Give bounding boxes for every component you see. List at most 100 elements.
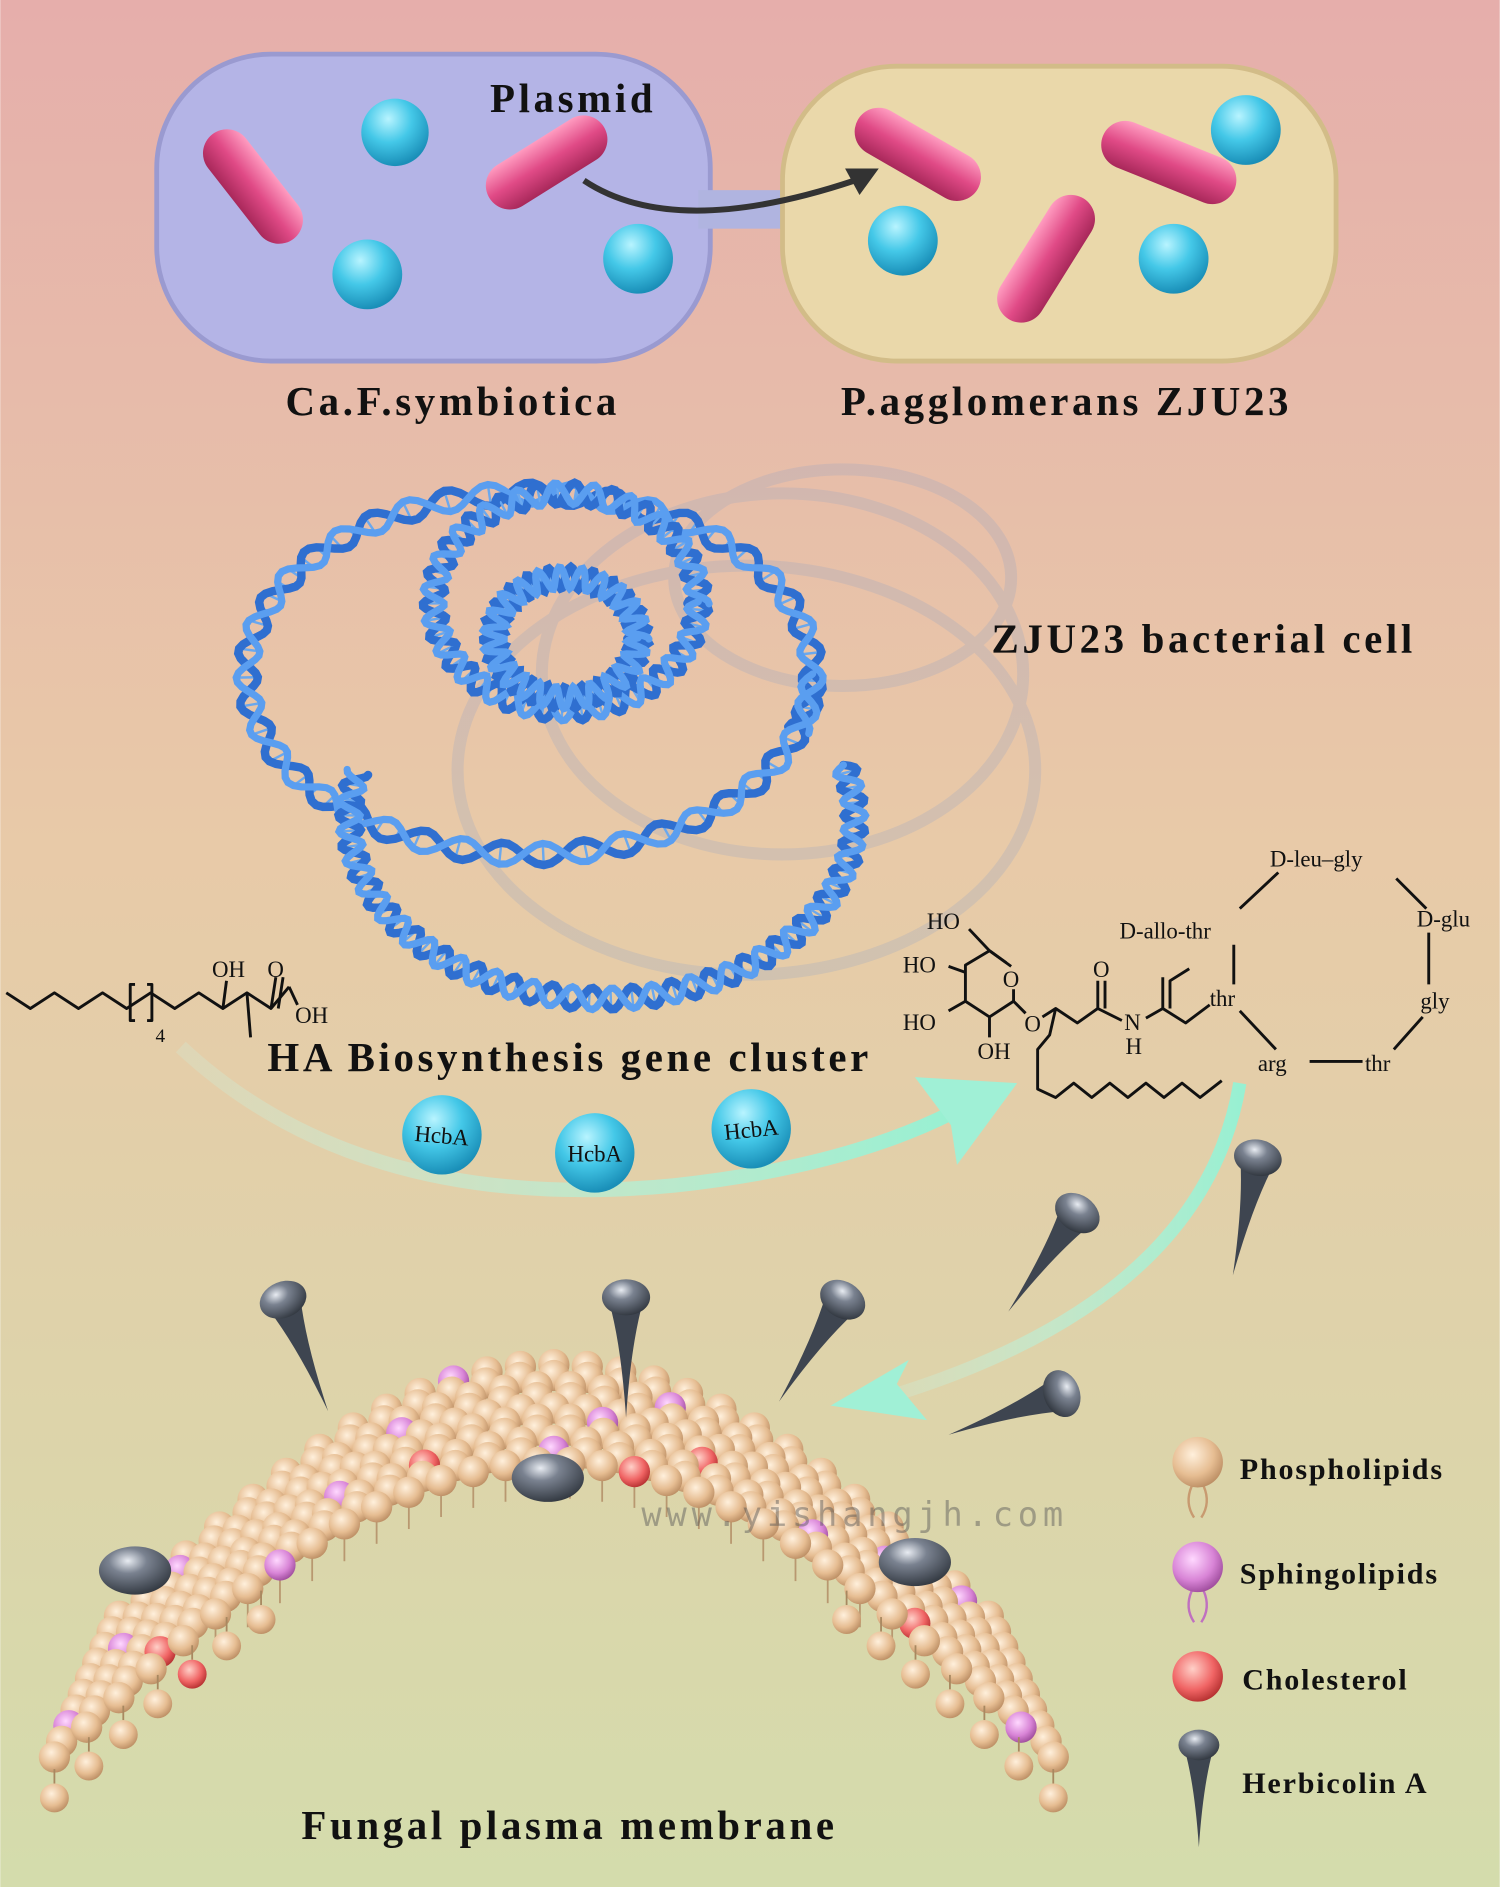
cell-label: ZJU23 bacterial cell (992, 616, 1416, 661)
legend-label: Herbicolin A (1242, 1766, 1428, 1800)
cholesterol-icon (1172, 1651, 1223, 1702)
watermark-url: www.yishangjh.com (641, 1495, 1068, 1534)
embedded-herbicolin-a (878, 1538, 951, 1587)
dna-strand (478, 563, 653, 713)
dna-strand (419, 479, 713, 725)
embedded-herbicolin-a (511, 1453, 584, 1502)
legend-label: Phospholipids (1240, 1452, 1444, 1486)
phospholipid (393, 1476, 425, 1508)
hydroxyl-label: OH (977, 1039, 1010, 1064)
phospholipid (135, 1653, 167, 1685)
phospholipid (232, 1572, 264, 1605)
phospholipid (747, 1508, 779, 1540)
dna-strand (334, 761, 870, 1014)
phospholipid (108, 1720, 138, 1750)
recipient-cell (780, 63, 1339, 364)
sphere-particle (332, 239, 403, 310)
peptide-residue: gly (1420, 988, 1450, 1013)
acid-label: OH (295, 1003, 328, 1028)
plasmid-label: Plasmid (490, 76, 656, 121)
fungal-membrane (38, 1349, 1069, 1813)
delivery-arrow (830, 1082, 1247, 1421)
phospholipid (832, 1605, 862, 1634)
dna-strand (232, 480, 827, 868)
rod-bacterium (1101, 120, 1237, 205)
membrane-label: Fungal plasma membrane (301, 1803, 837, 1848)
legend-label: Sphingolipids (1240, 1557, 1439, 1591)
plasmid-transfer-arrow (582, 168, 879, 214)
sphere-particle (361, 98, 429, 167)
cholesterol (618, 1455, 651, 1488)
phospholipid (246, 1605, 276, 1634)
peptide-residue: thr (1365, 1051, 1391, 1076)
legend-item-herbicolin-a: Herbicolin A (1178, 1729, 1428, 1848)
phospholipid (360, 1491, 393, 1523)
peptide-residue: D-leu–gly (1270, 846, 1363, 871)
phospholipid (143, 1689, 173, 1719)
phospholipid (457, 1455, 489, 1488)
phospholipid (969, 1720, 999, 1750)
phospholipid (901, 1659, 930, 1689)
sphingolipid-icon (1172, 1541, 1223, 1623)
phospholipid (683, 1476, 715, 1508)
phospholipid (425, 1464, 457, 1497)
legend-item-cholesterol: Cholesterol (1172, 1651, 1407, 1702)
peptide-residue: D-glu (1417, 907, 1471, 932)
phospholipid (908, 1625, 941, 1657)
hydroxyl-label: HO (927, 909, 960, 934)
rod-bacterium (202, 129, 303, 244)
phospholipid (715, 1491, 747, 1523)
sphingolipid (264, 1549, 296, 1581)
precursor-molecule: OH O OH 4 (5, 957, 328, 1047)
dna-gene-cluster (232, 478, 870, 1014)
enzyme-hcba: HcbA (711, 1089, 791, 1169)
legend-item-phospholipids: Phospholipids (1172, 1436, 1444, 1519)
sphere-particle (1138, 223, 1209, 294)
phospholipid (167, 1625, 199, 1657)
ring-oxygen-label: O (1003, 967, 1020, 992)
phospholipid (935, 1689, 965, 1719)
phospholipid (1037, 1741, 1069, 1773)
sphingolipid (1005, 1711, 1037, 1743)
phospholipid (103, 1682, 135, 1714)
phospholipid (779, 1527, 812, 1559)
cholesterol (177, 1659, 207, 1689)
legend: Phospholipids Sphingolipids Cholesterol … (1172, 1436, 1444, 1848)
sphere-particle (603, 223, 673, 294)
carbonyl-label: O (1093, 957, 1110, 982)
phospholipid (199, 1598, 232, 1630)
sphere-particle (867, 205, 938, 276)
phospholipid (39, 1783, 69, 1813)
phospholipid (586, 1449, 618, 1482)
peptide-residue: D-allo-thr (1119, 919, 1211, 944)
phospholipid (296, 1527, 328, 1559)
hydroxyl-label: HO (903, 952, 936, 977)
recipient-label: P.agglomerans ZJU23 (841, 379, 1292, 424)
hydroxyl-label: HO (903, 1010, 936, 1035)
phospholipid (38, 1741, 71, 1773)
enzyme-hcba: HcbA (402, 1095, 482, 1175)
phospholipid (212, 1631, 242, 1661)
nitrogen-label: N (1124, 1010, 1141, 1035)
phospholipid (328, 1508, 361, 1540)
phospholipid (70, 1711, 103, 1743)
synthesis-arrow (175, 1041, 1018, 1198)
enzyme-label: HcbA (567, 1141, 622, 1166)
hydrogen-label: H (1125, 1034, 1142, 1059)
enzyme-label: HcbA (723, 1114, 780, 1145)
sphere-particle (1210, 95, 1281, 165)
phospholipid (973, 1682, 1005, 1714)
herbicolin-a-structure: HO HO HO OH O O O N H D-leu–gly D-glu gl… (903, 846, 1471, 1099)
gene-cluster-label: HA Biosynthesis gene cluster (267, 1035, 871, 1080)
phospholipid (1038, 1783, 1068, 1813)
peptide-residue: arg (1258, 1051, 1287, 1076)
phospholipid (940, 1653, 973, 1685)
rod-bacterium (485, 115, 608, 210)
donor-label: Ca.F.symbiotica (286, 379, 620, 424)
phospholipid (844, 1572, 876, 1605)
rod-bacterium (854, 107, 981, 201)
phospholipid (1004, 1751, 1034, 1781)
enzyme-label: HcbA (414, 1121, 471, 1151)
rod-bacterium (997, 194, 1095, 323)
